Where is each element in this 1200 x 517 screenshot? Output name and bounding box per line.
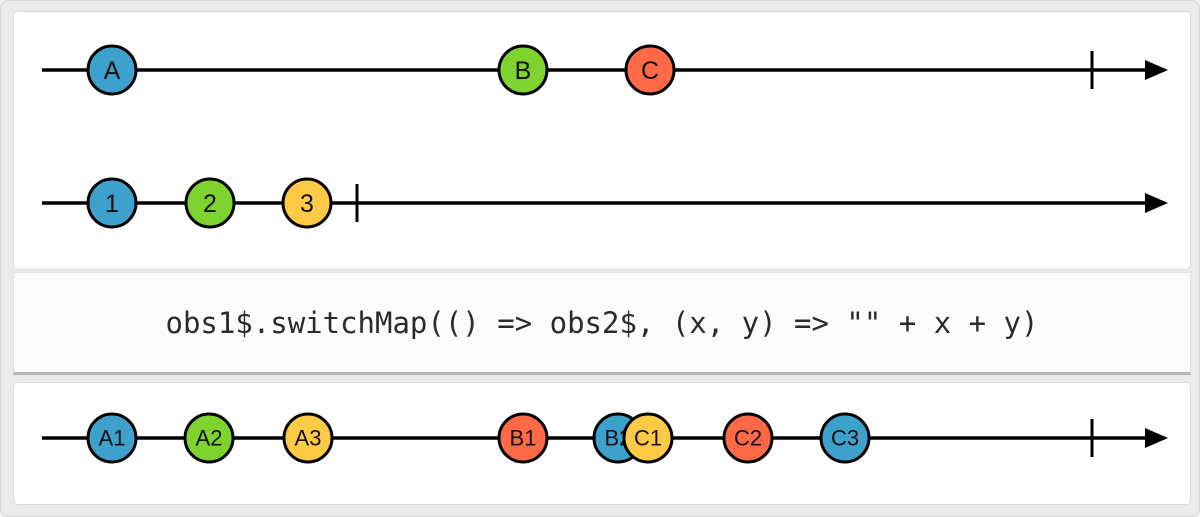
marble-label-C3: C3 xyxy=(831,426,859,451)
operator-band: obs1$.switchMap(() => obs2$, (x, y) => "… xyxy=(13,272,1191,375)
marble-A[interactable]: A xyxy=(86,44,138,96)
marble-A2: A2 xyxy=(183,412,235,464)
marble-label-2: 2 xyxy=(203,190,217,218)
marble-B[interactable]: B xyxy=(497,44,549,96)
marble-C2: C2 xyxy=(722,412,774,464)
marble-label-C: C xyxy=(641,57,659,85)
marble-C1: C1 xyxy=(622,412,674,464)
marble-label-C2: C2 xyxy=(734,426,762,451)
marble-A3: A3 xyxy=(282,412,334,464)
marble-label-B1: B1 xyxy=(510,426,537,451)
marble-B1: B1 xyxy=(497,412,549,464)
marble-circle-C3 xyxy=(819,412,871,464)
marble-circle-A[interactable] xyxy=(86,44,138,96)
marble-circle-1[interactable] xyxy=(86,177,138,229)
timeline-arrowhead-icon xyxy=(1145,428,1168,448)
marble-circle-B[interactable] xyxy=(497,44,549,96)
operator-code: obs1$.switchMap(() => obs2$, (x, y) => "… xyxy=(165,305,1039,340)
marble-3[interactable]: 3 xyxy=(281,177,333,229)
marble-label-A2: A2 xyxy=(196,426,223,451)
marble-label-C1: C1 xyxy=(634,426,662,451)
timeline-arrowhead-icon xyxy=(1145,193,1168,213)
marble-circle-A2 xyxy=(183,412,235,464)
marble-label-A: A xyxy=(104,57,121,85)
marble-label-B: B xyxy=(515,57,532,85)
marble-label-3: 3 xyxy=(300,190,314,218)
timeline-source-obs2: 1 2 3 xyxy=(42,177,1168,229)
marble-circle-3[interactable] xyxy=(281,177,333,229)
marble-label-A1: A1 xyxy=(99,426,126,451)
marble-circle-C[interactable] xyxy=(624,44,676,96)
marble-circle-C2 xyxy=(722,412,774,464)
marble-circle-C1 xyxy=(622,412,674,464)
marble-label-A3: A3 xyxy=(295,426,322,451)
marble-2[interactable]: 2 xyxy=(184,177,236,229)
marble-A1: A1 xyxy=(86,412,138,464)
marble-C3: C3 xyxy=(819,412,871,464)
timeline-arrowhead-icon xyxy=(1145,60,1168,80)
marble-1[interactable]: 1 xyxy=(86,177,138,229)
marble-circle-B1 xyxy=(497,412,549,464)
marble-circle-A1 xyxy=(86,412,138,464)
timeline-source-obs1: A B C xyxy=(42,44,1168,96)
marble-circle-A3 xyxy=(282,412,334,464)
marble-label-1: 1 xyxy=(105,190,119,218)
marble-C[interactable]: C xyxy=(624,44,676,96)
marble-circle-2[interactable] xyxy=(184,177,236,229)
